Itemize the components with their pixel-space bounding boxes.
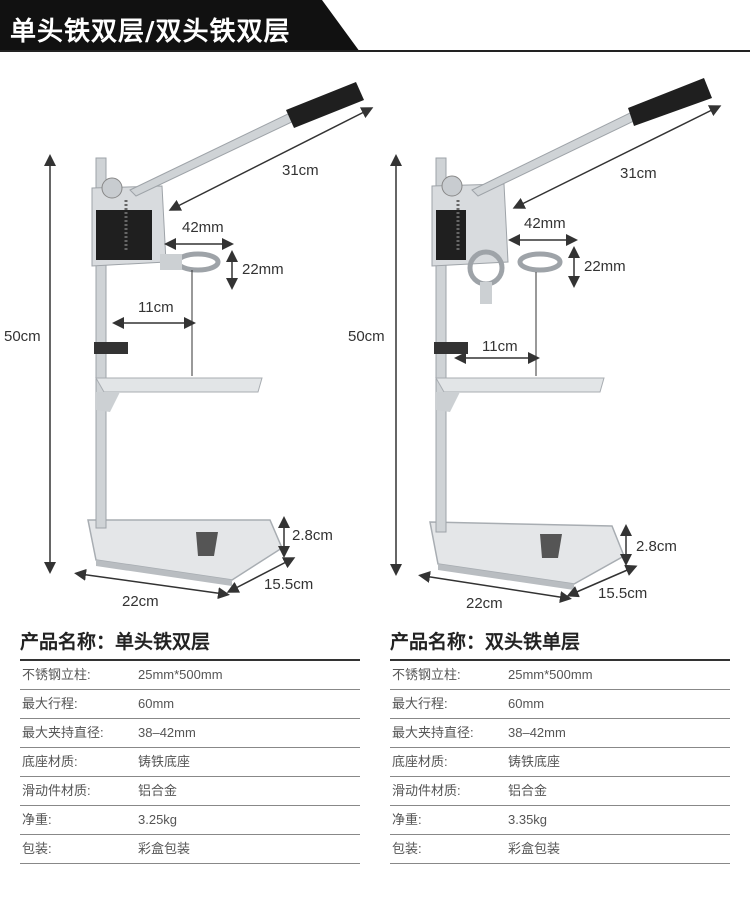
spec-key: 底座材质: bbox=[392, 754, 448, 769]
spec-value: 彩盒包装 bbox=[138, 841, 191, 856]
spec-row: 净重: 3.35kg bbox=[390, 806, 730, 835]
right-depth-label: 15.5cm bbox=[598, 585, 647, 602]
left-width-label: 22cm bbox=[122, 593, 159, 610]
left-clamp-height-label: 22mm bbox=[242, 261, 284, 278]
spec-key: 滑动件材质: bbox=[22, 783, 91, 798]
right-height-label: 50cm bbox=[348, 328, 385, 345]
spec-key: 净重: bbox=[392, 812, 422, 827]
title-banner: 单头铁双层/双头铁双层 bbox=[0, 0, 750, 52]
spec-key: 最大夹持直径: bbox=[392, 725, 474, 740]
left-clamp-label: 42mm bbox=[182, 219, 224, 236]
spec-row: 不锈钢立柱: 25mm*500mm bbox=[20, 661, 360, 690]
right-dimensions: 50cm 31cm 42mm 22mm 11cm 2.8cm 22cm 15.5… bbox=[348, 105, 722, 612]
left-drill-stand bbox=[87, 82, 364, 586]
spec-row: 滑动件材质: 铝合金 bbox=[390, 777, 730, 806]
spec-key: 不锈钢立柱: bbox=[392, 667, 461, 682]
spec-key: 最大夹持直径: bbox=[22, 725, 104, 740]
spec-value: 3.35kg bbox=[508, 812, 548, 827]
spec-value: 25mm*500mm bbox=[508, 667, 593, 682]
spec-value: 3.25kg bbox=[138, 812, 178, 827]
spec-row: 包装: 彩盒包装 bbox=[390, 835, 730, 864]
left-base-height-label: 2.8cm bbox=[292, 527, 333, 544]
banner-title: 单头铁双层/双头铁双层 bbox=[10, 17, 291, 47]
left-product-title: 产品名称：单头铁双层 bbox=[20, 625, 360, 661]
left-depth-label: 15.5cm bbox=[264, 576, 313, 593]
spec-value: 38–42mm bbox=[508, 725, 566, 740]
spec-row: 滑动件材质: 铝合金 bbox=[20, 777, 360, 806]
right-width-label: 22cm bbox=[466, 595, 503, 612]
spec-key: 滑动件材质: bbox=[392, 783, 461, 798]
spec-value: 38–42mm bbox=[138, 725, 196, 740]
spec-row: 底座材质: 铸铁底座 bbox=[20, 748, 360, 777]
spec-key: 不锈钢立柱: bbox=[22, 667, 91, 682]
spec-key: 最大行程: bbox=[22, 696, 78, 711]
right-arm-label: 31cm bbox=[620, 165, 657, 182]
spec-key: 包装: bbox=[392, 841, 422, 856]
spec-key: 最大行程: bbox=[392, 696, 448, 711]
spec-row: 底座材质: 铸铁底座 bbox=[390, 748, 730, 777]
right-drill-stand bbox=[429, 78, 712, 590]
spec-key: 净重: bbox=[22, 812, 52, 827]
right-clamp-label: 42mm bbox=[524, 215, 566, 232]
spec-value: 铸铁底座 bbox=[508, 754, 561, 769]
left-arm-label: 31cm bbox=[282, 162, 319, 179]
left-throat-label: 11cm bbox=[138, 299, 174, 316]
spec-value: 彩盒包装 bbox=[508, 841, 561, 856]
right-spec-table: 产品名称：双头铁单层 不锈钢立柱: 25mm*500mm 最大行程: 60mm 最大… bbox=[390, 625, 730, 864]
left-height-label: 50cm bbox=[4, 328, 41, 345]
spec-value: 铝合金 bbox=[138, 783, 178, 798]
left-dimensions: 50cm 31cm 42mm 22mm 11cm 2.8cm 22cm 15.5… bbox=[4, 107, 374, 610]
product-diagram: 50cm 31cm 42mm 22mm 11cm 2.8cm 22cm 15.5… bbox=[4, 78, 722, 612]
right-clamp-height-label: 22mm bbox=[584, 258, 626, 275]
right-throat-label: 11cm bbox=[482, 338, 518, 355]
spec-value: 60mm bbox=[138, 696, 175, 711]
left-spec-table: 产品名称：单头铁双层 不锈钢立柱: 25mm*500mm 最大行程: 60mm 最大… bbox=[20, 625, 360, 864]
banner-shape bbox=[0, 0, 750, 52]
spec-value: 铝合金 bbox=[508, 783, 548, 798]
spec-value: 60mm bbox=[508, 696, 545, 711]
spec-row: 最大夹持直径: 38–42mm bbox=[20, 719, 360, 748]
spec-row: 最大行程: 60mm bbox=[390, 690, 730, 719]
spec-key: 包装: bbox=[22, 841, 52, 856]
spec-value: 铸铁底座 bbox=[138, 754, 191, 769]
right-product-title: 产品名称：双头铁单层 bbox=[390, 625, 730, 661]
spec-row: 不锈钢立柱: 25mm*500mm bbox=[390, 661, 730, 690]
spec-row: 净重: 3.25kg bbox=[20, 806, 360, 835]
right-base-height-label: 2.8cm bbox=[636, 538, 677, 555]
spec-key: 底座材质: bbox=[22, 754, 78, 769]
spec-row: 最大夹持直径: 38–42mm bbox=[390, 719, 730, 748]
spec-value: 25mm*500mm bbox=[138, 667, 223, 682]
spec-row: 最大行程: 60mm bbox=[20, 690, 360, 719]
spec-row: 包装: 彩盒包装 bbox=[20, 835, 360, 864]
